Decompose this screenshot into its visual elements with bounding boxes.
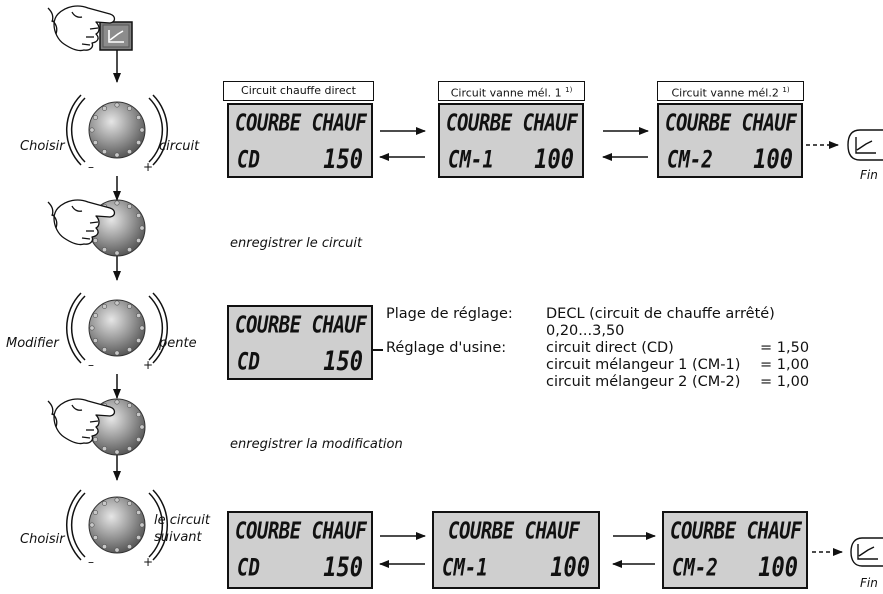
lcd-value: 150 [323, 145, 363, 175]
lcd-title: COURBE CHAUF [235, 518, 367, 545]
knob-minus: – [88, 358, 94, 372]
step-modify-right: pente [159, 336, 197, 351]
lcd-title: COURBE CHAUF [670, 518, 802, 545]
step-save-modification: enregistrer la modification [230, 437, 403, 452]
lcd-title: COURBE CHAUF [448, 518, 580, 545]
knob-plus: + [143, 358, 154, 372]
step-save-circuit: enregistrer le circuit [230, 236, 363, 251]
lcd-code: CD [237, 348, 260, 376]
caption-mixer-1: Circuit vanne mél. 1 1) [438, 81, 585, 101]
lcd-title: COURBE CHAUF [665, 110, 797, 137]
step-next-right-1: le circuit [154, 513, 210, 528]
factory-row-value: = 1,50 [760, 340, 810, 356]
factory-row-name: circuit mélangeur 2 (CM-2) [546, 374, 741, 390]
end-label: Fin [860, 168, 878, 182]
end-curve-button-icon [847, 129, 883, 567]
step-next-left: Choisir [20, 532, 65, 547]
knob-plus: + [143, 555, 154, 569]
lcd-code: CM-1 [442, 554, 488, 582]
step-next-right: le circuit suivant [154, 512, 210, 546]
end-label: Fin [860, 576, 878, 590]
lcd-value: 100 [550, 553, 590, 583]
lcd-mixer-2-next: COURBE CHAUF CM-2 100 [662, 511, 808, 589]
lcd-code: CM-2 [667, 146, 713, 174]
lcd-modify: COURBE CHAUF CD 150 [227, 305, 373, 380]
knob-minus: – [88, 160, 94, 174]
rotary-knob-icon [65, 292, 169, 364]
lcd-code: CM-1 [448, 146, 494, 174]
factory-label: Réglage d'usine: [386, 340, 507, 356]
factory-row-name: circuit direct (CD) [546, 340, 674, 356]
factory-row-value: = 1,00 [760, 374, 810, 390]
lcd-title: COURBE CHAUF [235, 110, 367, 137]
knob-minus: – [88, 555, 94, 569]
caption-direct: Circuit chauffe direct [223, 81, 374, 101]
factory-row-value: = 1,00 [760, 357, 810, 373]
lcd-direct-next: COURBE CHAUF CD 150 [227, 511, 373, 589]
range-value-1: DECL (circuit de chauffe arrêté) [546, 306, 775, 322]
factory-pointer-line [373, 349, 383, 351]
lcd-title: COURBE CHAUF [235, 312, 367, 339]
lcd-code: CM-2 [672, 554, 718, 582]
step-choose-right: circuit [159, 139, 200, 154]
lcd-value: 100 [534, 145, 574, 175]
lcd-value: 100 [758, 553, 798, 583]
lcd-mixer-1: COURBE CHAUF CM-1 100 [438, 103, 584, 178]
range-value-2: 0,20...3,50 [546, 323, 625, 339]
knob-plus: + [143, 160, 154, 174]
step-modify-left: Modifier [6, 336, 59, 351]
lcd-value: 150 [323, 347, 363, 377]
rotary-knob-icon [65, 94, 169, 166]
lcd-mixer-1-next: COURBE CHAUF CM-1 100 [432, 511, 600, 589]
factory-row-name: circuit mélangeur 1 (CM-1) [546, 357, 741, 373]
lcd-code: CD [237, 146, 260, 174]
step-choose-left: Choisir [20, 139, 65, 154]
lcd-code: CD [237, 554, 260, 582]
lcd-mixer-2: COURBE CHAUF CM-2 100 [657, 103, 803, 178]
curve-button-icon [99, 21, 133, 51]
rotary-knob-icon [65, 489, 169, 561]
caption-mixer-2: Circuit vanne mél.2 1) [657, 81, 804, 101]
lcd-direct: COURBE CHAUF CD 150 [227, 103, 373, 178]
lcd-title: COURBE CHAUF [446, 110, 578, 137]
range-label: Plage de réglage: [386, 306, 513, 322]
lcd-value: 150 [323, 553, 363, 583]
step-next-right-2: suivant [154, 530, 202, 545]
lcd-value: 100 [753, 145, 793, 175]
